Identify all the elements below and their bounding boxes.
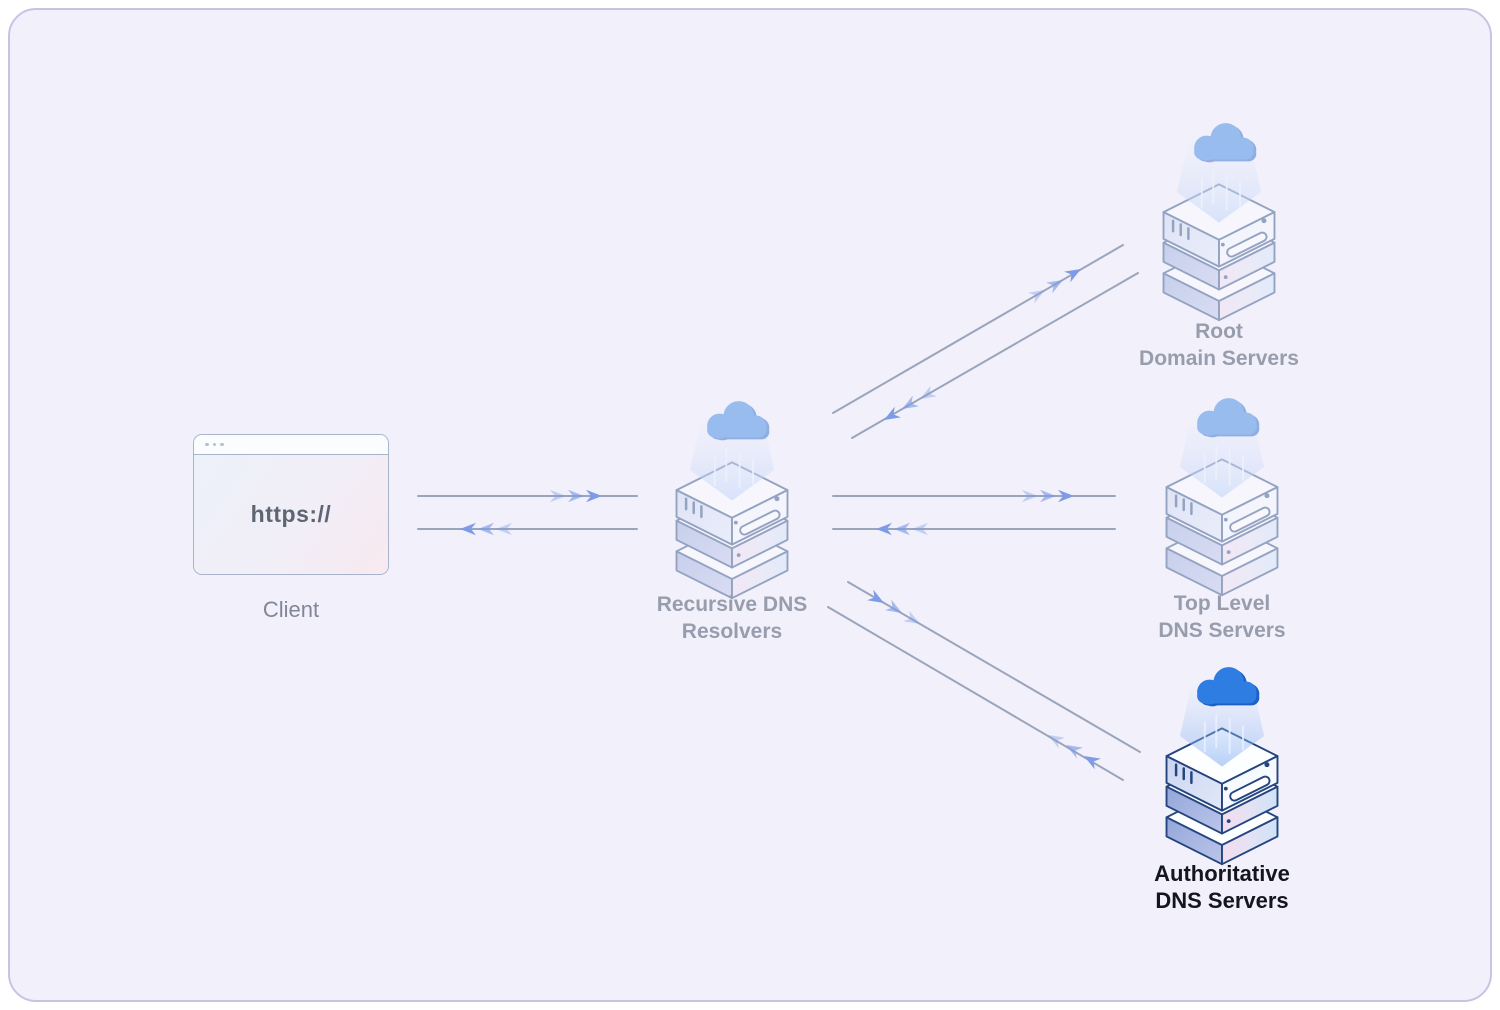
client-label: Client [262, 597, 320, 622]
resolver-node [665, 382, 799, 607]
root-label: Root Domain Servers [1079, 318, 1359, 372]
resolver-label: Recursive DNS Resolvers [592, 591, 872, 645]
cloud-server-stack-icon [1155, 648, 1289, 868]
cloud-server-stack-icon [1152, 104, 1286, 324]
resolver-label-line2: Resolvers [681, 620, 783, 643]
client-node: https:// [193, 434, 389, 575]
browser-titlebar [194, 435, 388, 455]
url-text: https:// [250, 501, 332, 527]
resolver-label-line1: Recursive DNS [656, 593, 808, 616]
root-label-line1: Root [1195, 320, 1243, 343]
authoritative-label: Authoritative DNS Servers [1082, 860, 1362, 914]
root-node [1152, 104, 1286, 329]
authoritative-label-line1: Authoritative [1154, 861, 1290, 886]
tld-node [1155, 379, 1289, 604]
authoritative-node [1155, 648, 1289, 873]
window-dot-icon [220, 442, 224, 447]
root-label-line2: Domain Servers [1139, 347, 1299, 370]
tld-label: Top Level DNS Servers [1082, 590, 1362, 644]
window-dot-icon [205, 442, 209, 447]
cloud-server-stack-icon [665, 382, 799, 602]
window-dot-icon [212, 442, 216, 447]
authoritative-label-line2: DNS Servers [1155, 888, 1289, 913]
tld-label-line2: DNS Servers [1158, 619, 1286, 642]
diagram-canvas: https:// Client Recursive DNS Resolvers … [8, 8, 1492, 1002]
line-authoritative-to-resolver [827, 606, 1124, 781]
tld-label-line1: Top Level [1173, 592, 1271, 615]
browser-body: https:// [194, 455, 388, 574]
cloud-server-stack-icon [1155, 379, 1289, 599]
